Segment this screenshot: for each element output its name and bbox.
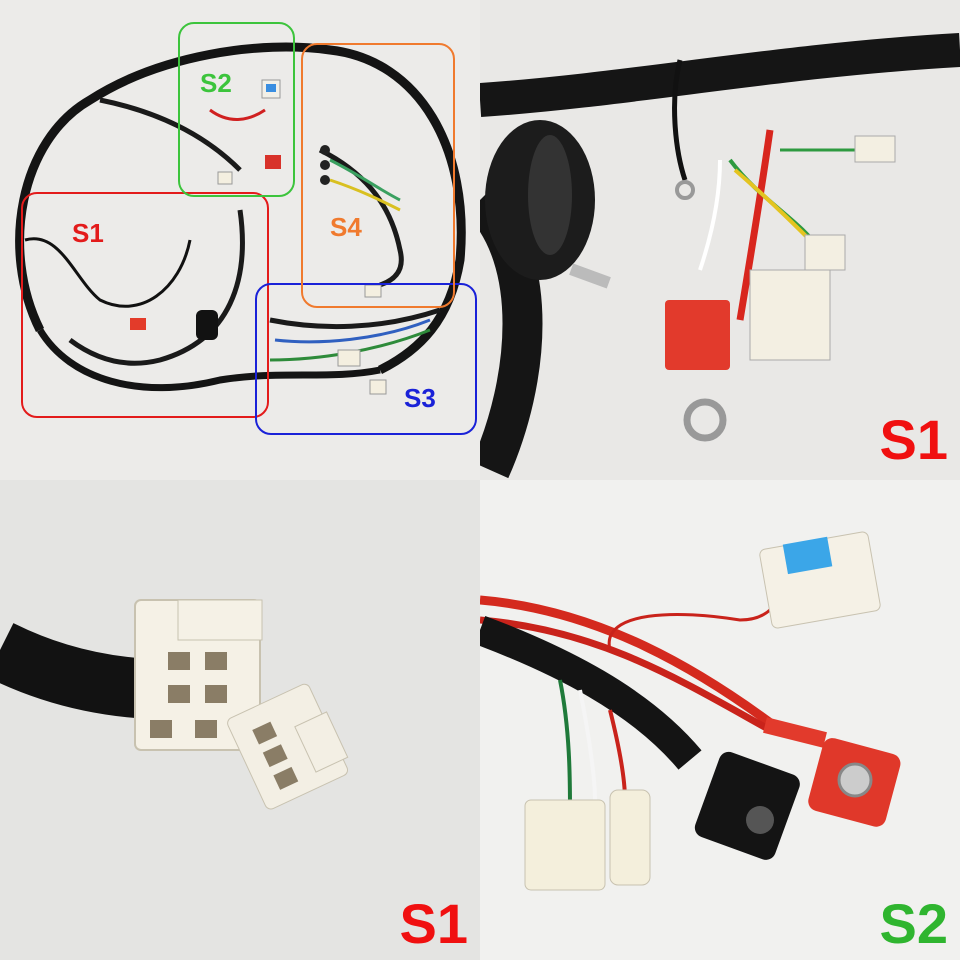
region-label-s2: S2 (200, 68, 232, 98)
s1-detail-photo-terminals: S1 (480, 0, 960, 480)
wiring-harness-overview-photo: S1 S2 S3 S4 (0, 0, 480, 480)
s1-detail-photo-connectors: S1 (0, 480, 480, 960)
panel-label-s1-connectors: S1 (399, 892, 469, 955)
region-box-s1 (21, 192, 269, 418)
s2-illustration (480, 531, 901, 891)
region-label-s3: S3 (404, 383, 436, 413)
panel-label-s2: S2 (879, 892, 949, 955)
region-box-s2 (178, 22, 295, 197)
region-box-s3 (255, 283, 477, 435)
region-label-s4: S4 (330, 212, 362, 242)
panel-label-s1: S1 (879, 408, 949, 471)
region-label-s1: S1 (72, 218, 104, 248)
s2-detail-photo: S2 (480, 480, 960, 960)
region-box-s4 (301, 43, 455, 308)
s1-connectors-illustration (0, 599, 349, 810)
s1-terminals-illustration (480, 33, 960, 479)
